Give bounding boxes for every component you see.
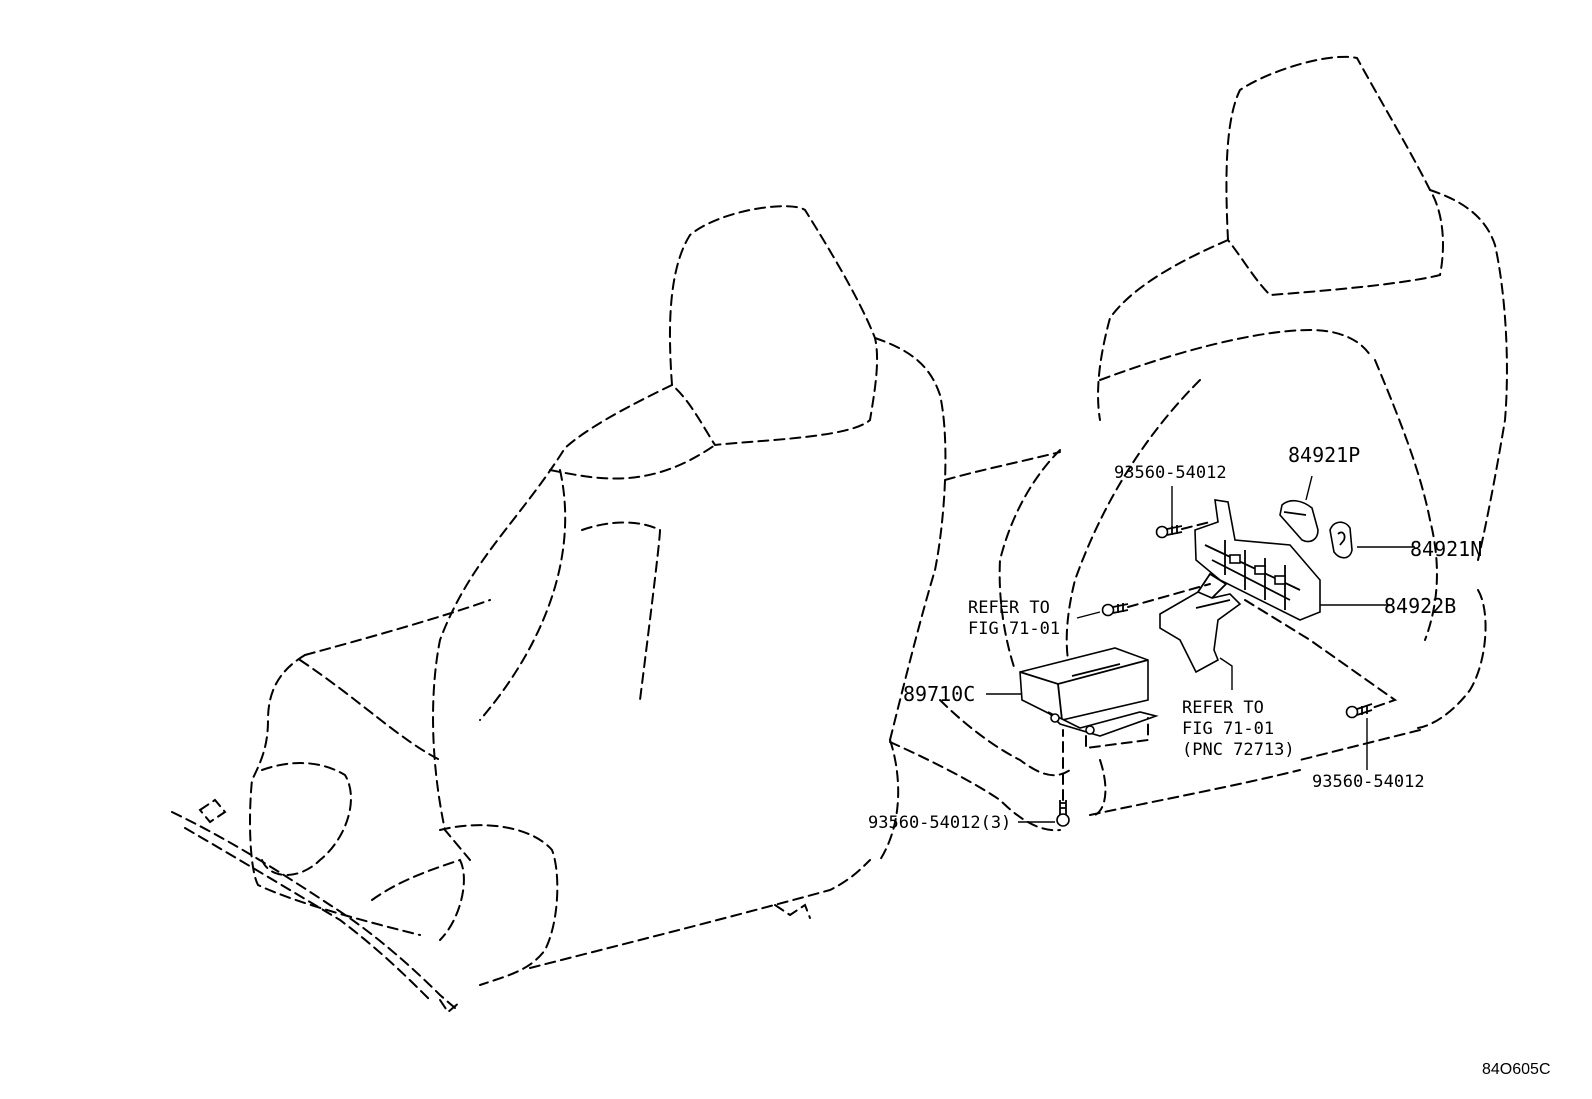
switch-knob-84921n bbox=[1329, 521, 1353, 559]
callout-refer-lower-line2: FIG 71-01 bbox=[1182, 719, 1274, 739]
switch-knob-84921p bbox=[1279, 499, 1319, 543]
callout-bolt-bottom: 93560-54012(3) bbox=[868, 813, 1011, 833]
callout-84922b: 84922B bbox=[1384, 594, 1456, 618]
leader-lines bbox=[986, 475, 1415, 823]
callout-89710c: 89710C bbox=[903, 682, 975, 706]
callout-refer-lower-line3: (PNC 72713) bbox=[1182, 740, 1295, 760]
callout-84921p: 84921P bbox=[1288, 443, 1360, 467]
assembly-lines bbox=[1062, 521, 1398, 801]
bolt-right bbox=[1345, 703, 1373, 719]
callout-refer-upper-line2: FIG 71-01 bbox=[968, 619, 1060, 639]
figure-id: 84O605C bbox=[1482, 1061, 1551, 1078]
bolt-middle bbox=[1101, 603, 1129, 617]
left-seat-outline bbox=[171, 205, 1061, 1014]
airbag-sensor-89710c bbox=[1019, 647, 1159, 750]
callout-bolt-top: 93560-54012 bbox=[1114, 463, 1227, 483]
callout-refer-lower-line1: REFER TO bbox=[1182, 698, 1264, 718]
callout-84921n: 84921N bbox=[1410, 537, 1482, 561]
bracket-part bbox=[1159, 572, 1242, 674]
switch-assembly-84922b bbox=[1194, 499, 1321, 621]
callout-bolt-right: 93560-54012 bbox=[1312, 772, 1425, 792]
bolt-top bbox=[1155, 525, 1183, 539]
right-seat-outline bbox=[889, 55, 1508, 832]
callout-refer-upper-line1: REFER TO bbox=[968, 598, 1050, 618]
bolt-bottom bbox=[1056, 800, 1070, 827]
callout-labels: 93560-54012 84921P 84921N 84922B REFER T… bbox=[868, 443, 1551, 1078]
